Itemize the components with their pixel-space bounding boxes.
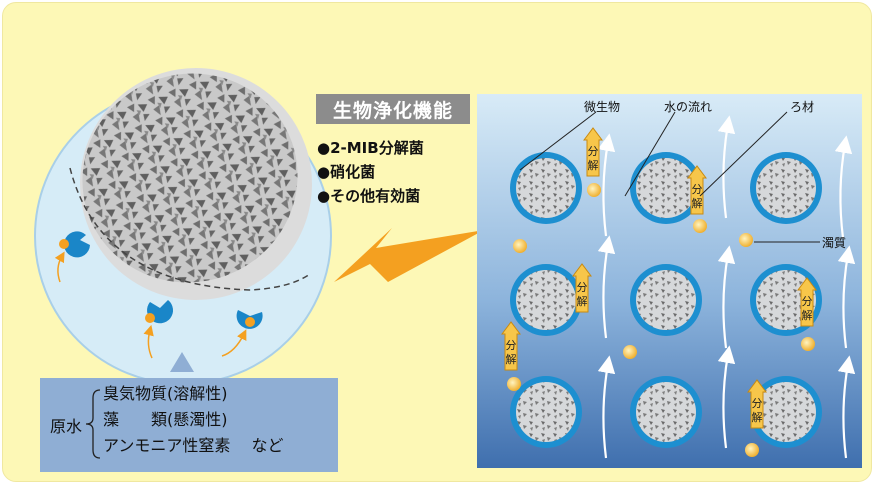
decompose-label: 解 xyxy=(802,308,813,322)
raw-water-label: 原水 xyxy=(50,417,83,436)
magnified-view xyxy=(34,68,332,385)
raw-water-items: 臭気物質(溶解性) 藻 類(懸濁性) アンモニア性窒素 など xyxy=(103,381,283,459)
label-turbidity: 濁質 xyxy=(822,236,847,250)
decompose-arrow: 分解 xyxy=(583,127,603,177)
raw-item-algae: 藻 類(懸濁性) xyxy=(103,410,228,429)
decompose-label: 分 xyxy=(692,183,703,196)
decompose-label: 解 xyxy=(692,196,703,210)
decompose-label: 分 xyxy=(577,281,588,294)
callout-line xyxy=(699,111,788,197)
filter-media-granule xyxy=(510,264,582,336)
water-flow-arrow xyxy=(717,345,736,449)
decompose-label: 分 xyxy=(752,397,763,410)
turbidity-particle xyxy=(693,219,707,233)
microbe-icon xyxy=(143,300,174,359)
decompose-arrow: 分解 xyxy=(687,165,707,215)
filter-media-granule xyxy=(750,376,822,448)
turbidity-particle xyxy=(513,239,527,253)
water-flow-arrow xyxy=(597,133,616,237)
microbe-icon xyxy=(221,310,263,357)
filter-media-granule xyxy=(510,376,582,448)
callout-line xyxy=(624,111,676,197)
filter-media-granule xyxy=(630,376,702,448)
bullet-2mib: ●2-MIB分解菌 xyxy=(317,139,424,157)
decompose-arrow: 分解 xyxy=(572,263,592,313)
bullet-other: ●その他有効菌 xyxy=(317,187,421,205)
raw-item-odor: 臭気物質(溶解性) xyxy=(103,384,228,403)
callout-line xyxy=(519,111,597,171)
water-flow-arrow xyxy=(837,355,856,459)
decompose-label: 分 xyxy=(588,145,599,158)
raw-item-ammonia: アンモニア性窒素 など xyxy=(103,436,284,455)
water-flow-arrow xyxy=(597,235,616,339)
decompose-label: 分 xyxy=(802,295,813,308)
water-flow-arrow xyxy=(717,115,736,219)
decompose-label: 解 xyxy=(588,158,599,172)
decompose-arrow: 分解 xyxy=(797,277,817,327)
filter-media-granule xyxy=(630,264,702,336)
water-flow-arrow xyxy=(837,245,856,349)
filter-media-granule xyxy=(630,152,702,224)
turbidity-particle xyxy=(587,183,601,197)
decompose-label: 分 xyxy=(506,339,517,352)
microbe-list: ●2-MIB分解菌 ●硝化菌 ●その他有効菌 xyxy=(317,136,424,208)
label-filter-media: ろ材 xyxy=(790,100,815,114)
decompose-arrow: 分解 xyxy=(747,379,767,429)
bullet-nitrifying: ●硝化菌 xyxy=(317,163,376,181)
decompose-arrow: 分解 xyxy=(501,321,521,371)
water-flow-arrow xyxy=(834,135,853,239)
label-water-flow: 水の流れ xyxy=(664,100,713,114)
turbidity-particle xyxy=(739,233,753,247)
turbidity-particle xyxy=(801,337,815,351)
label-microbe: 微生物 xyxy=(584,100,621,114)
turbidity-particle xyxy=(507,377,521,391)
filter-media-granule xyxy=(750,152,822,224)
microbe-icon xyxy=(54,231,90,283)
filter-media-granule xyxy=(510,152,582,224)
zoom-arrow xyxy=(334,228,484,282)
water-flow-arrow xyxy=(717,245,736,349)
biofilm-boundary xyxy=(69,167,311,291)
bio-purification-title: 生物浄化機能 xyxy=(316,94,470,124)
decompose-label: 解 xyxy=(577,294,588,308)
water-flow-arrow xyxy=(597,355,616,459)
decompose-label: 解 xyxy=(506,352,517,366)
turbidity-particle xyxy=(623,345,637,359)
turbidity-particle xyxy=(745,443,759,457)
decompose-label: 解 xyxy=(752,410,763,424)
